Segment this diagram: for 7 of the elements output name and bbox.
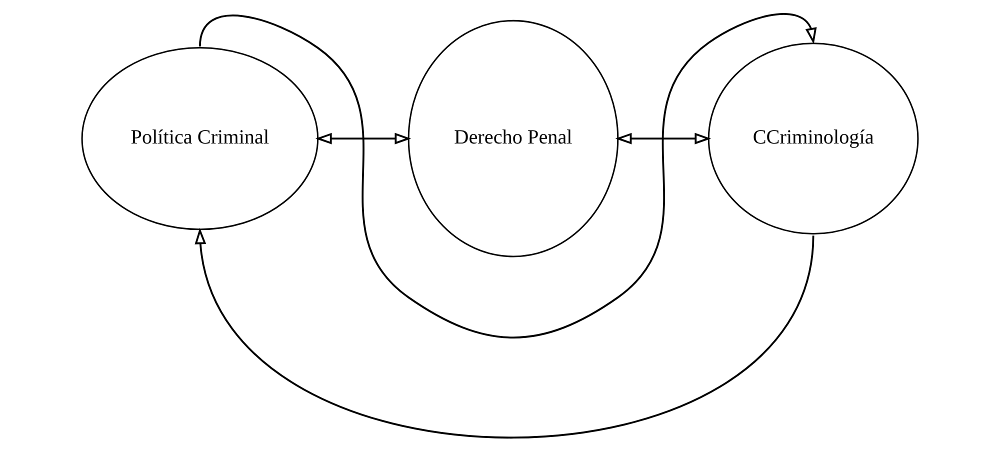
arrow: [199, 13, 817, 338]
arrow: [194, 228, 814, 438]
arrow: [615, 132, 712, 144]
node-circle: CCriminología: [708, 42, 919, 235]
node-ellipse: Derecho Penal: [408, 20, 619, 258]
arrow: [315, 132, 412, 144]
node-ellipse: Política Criminal: [81, 47, 319, 230]
